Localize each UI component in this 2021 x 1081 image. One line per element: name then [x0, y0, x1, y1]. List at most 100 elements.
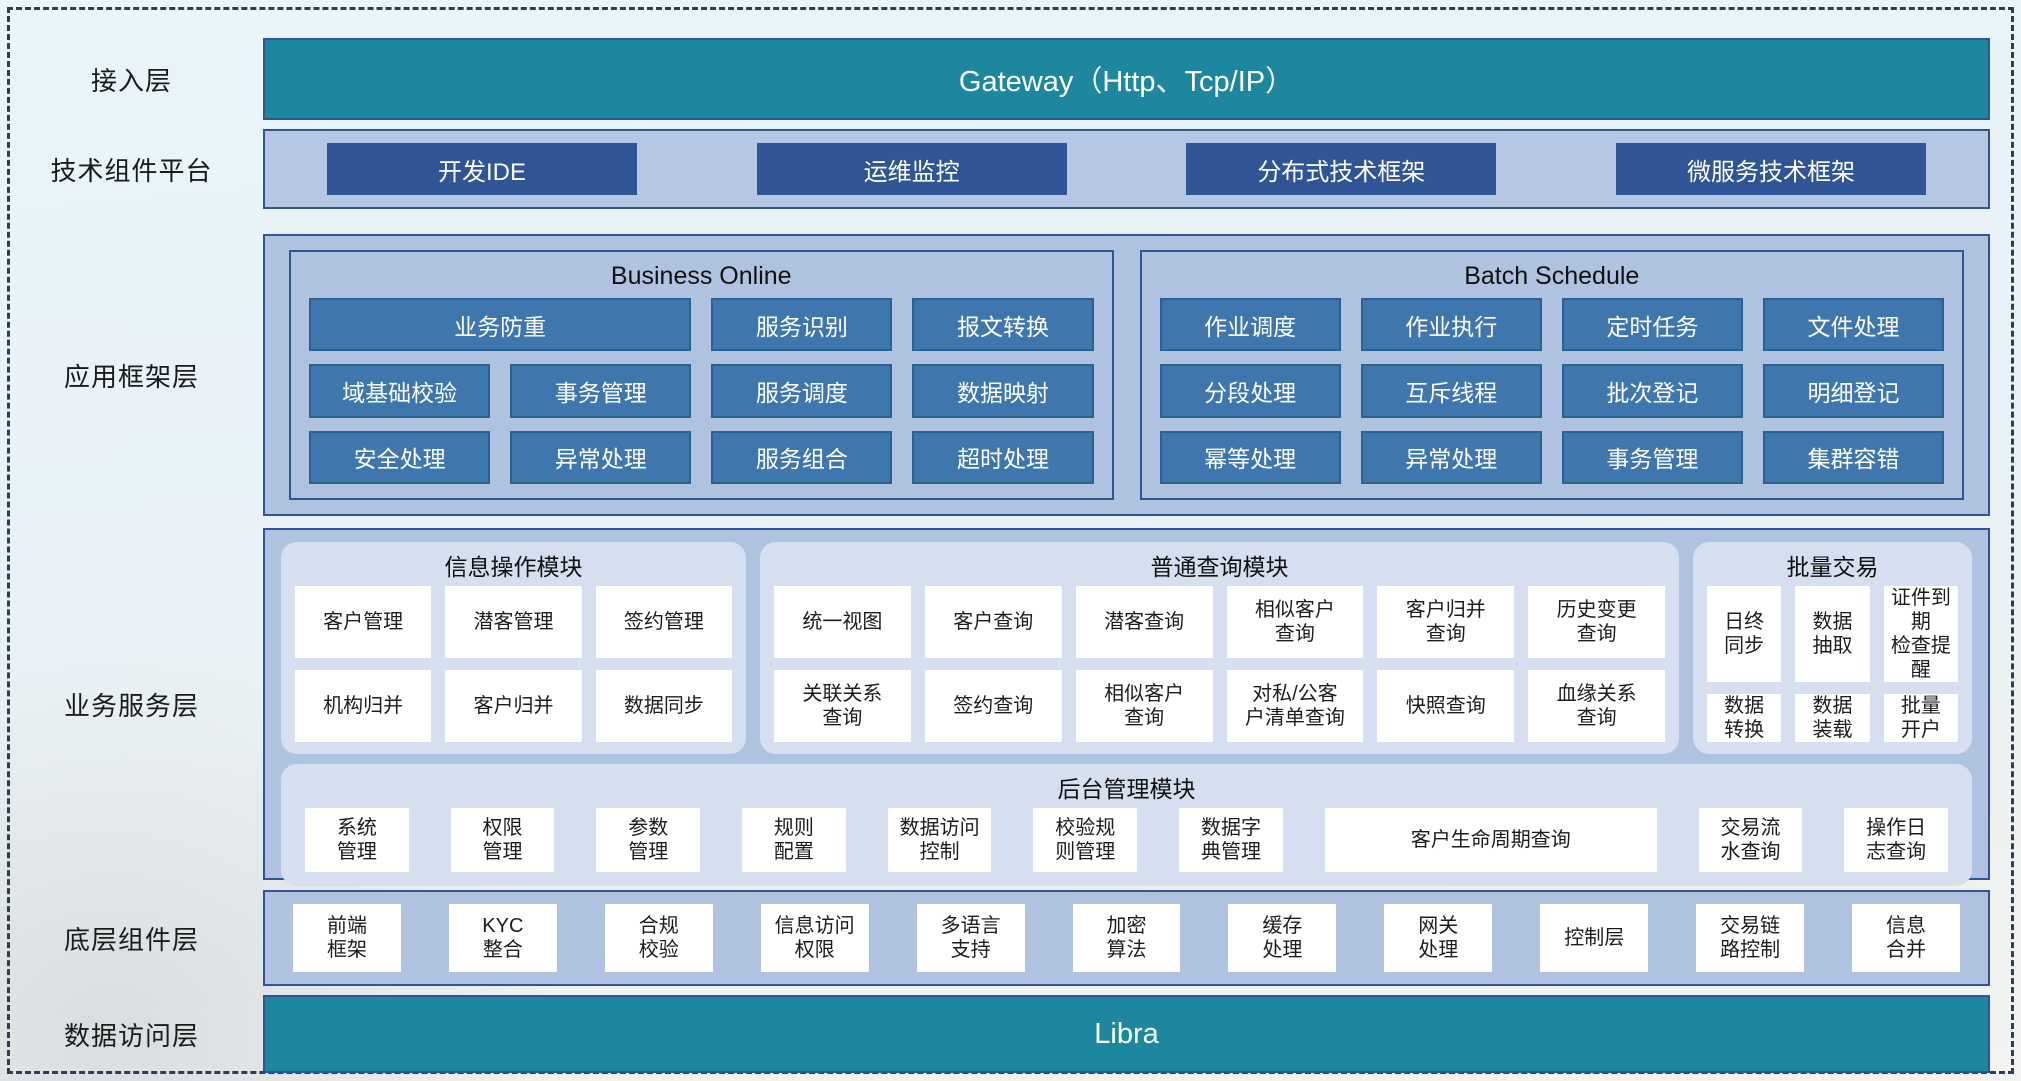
common-query-module: 普通查询模块 统一视图 客户查询 潜客查询 相似客户 查询 客户归并 查询 历史…: [760, 542, 1679, 754]
base-component-box: 缓存 处理: [1228, 904, 1337, 972]
business-online-box: 异常处理: [510, 430, 692, 484]
access-layer-label: 接入层: [90, 65, 172, 96]
business-online-box: 报文转换: [912, 298, 1094, 352]
info-module-title: 信息操作模块: [444, 554, 583, 580]
admin-module-box: 规则 配置: [742, 808, 846, 872]
tech-item-dev-ide: 开发IDE: [327, 143, 637, 195]
layer-tech-platform: 技术组件平台 开发IDE 运维监控 分布式技术框架 微服务技术框架: [0, 129, 1990, 209]
layer-base-component: 底层组件层 前端 框架 KYC 整合 合规 校验 信息访问 权限 多语言 支持 …: [0, 890, 1990, 986]
app-layer-gutter: 应用框架层: [0, 234, 263, 516]
libra-bar-label: Libra: [1094, 1017, 1159, 1050]
info-module-box: 客户管理: [295, 586, 432, 658]
gateway-bar: Gateway（Http、Tcp/IP）: [263, 38, 1990, 120]
base-component-box: 合规 校验: [604, 904, 713, 972]
query-module-box: 相似客户 查询: [1226, 586, 1364, 658]
batch-schedule-box: 异常处理: [1360, 430, 1542, 484]
libra-bar: Libra: [263, 995, 1990, 1073]
query-module-grid: 统一视图 客户查询 潜客查询 相似客户 查询 客户归并 查询 历史变更 查询 关…: [774, 586, 1665, 742]
app-framework-panel: Business Online 业务防重 服务识别 报文转换 域基础校验 事务管…: [263, 234, 1990, 516]
admin-module-title: 后台管理模块: [1057, 776, 1196, 802]
admin-module-box: 数据字 典管理: [1179, 808, 1283, 872]
business-online-box: 超时处理: [912, 430, 1094, 484]
business-online-title: Business Online: [610, 261, 792, 290]
query-module-title: 普通查询模块: [1150, 554, 1289, 580]
admin-module-box: 操作日 志查询: [1844, 808, 1948, 872]
base-component-box: 加密 算法: [1072, 904, 1181, 972]
layer-data-access: 数据访问层 Libra: [0, 995, 1990, 1073]
admin-module-box: 系统 管理: [305, 808, 409, 872]
business-online-box: 域基础校验: [309, 364, 491, 418]
batch-schedule-box: 批次登记: [1561, 364, 1743, 418]
business-online-box: 服务调度: [711, 364, 893, 418]
layer-business-service: 业务服务层 信息操作模块 客户管理 潜客管理 签约管理 机构归并 客户归并 数据…: [0, 528, 1990, 886]
batch-trade-box: 证件到期 检查提醒: [1883, 586, 1958, 682]
gateway-bar-label: Gateway（Http、Tcp/IP）: [958, 66, 1295, 98]
tech-layer-gutter: 技术组件平台: [0, 129, 263, 209]
query-module-box: 统一视图: [774, 586, 911, 658]
batch-schedule-box: 幂等处理: [1159, 430, 1341, 484]
service-layer-gutter: 业务服务层: [0, 528, 263, 880]
batch-trade-box: 批量 开户: [1883, 694, 1958, 742]
batch-schedule-box: 分段处理: [1159, 364, 1341, 418]
layer-app-framework: 应用框架层 Business Online 业务防重 服务识别 报文转换 域基础…: [0, 234, 1990, 516]
batch-trade-module: 批量交易 日终 同步 数据 抽取 证件到期 检查提醒 数据 转换 数据 装载 批…: [1693, 542, 1972, 754]
batch-trade-box: 数据 装载: [1795, 694, 1870, 742]
info-module-box: 数据同步: [595, 670, 733, 742]
batch-schedule-title: Batch Schedule: [1464, 261, 1640, 290]
batch-schedule-box: 集群容错: [1762, 430, 1944, 484]
base-component-box: 控制层: [1540, 904, 1649, 972]
business-online-box: 业务防重: [309, 298, 692, 352]
base-component-box: 信息访问 权限: [760, 904, 869, 972]
batch-trade-box: 日终 同步: [1707, 586, 1782, 682]
business-online-box: 数据映射: [912, 364, 1094, 418]
query-module-box: 快照查询: [1377, 670, 1515, 742]
query-module-box: 对私/公客 户清单查询: [1226, 670, 1364, 742]
service-modules-row: 信息操作模块 客户管理 潜客管理 签约管理 机构归并 客户归并 数据同步 普通查…: [281, 542, 1972, 754]
base-component-box: 信息 合并: [1852, 904, 1960, 972]
data-layer-label: 数据访问层: [63, 1020, 199, 1051]
admin-module-row: 系统 管理 权限 管理 参数 管理 规则 配置 数据访问 控制 校验规 则管理 …: [295, 808, 1958, 874]
batch-schedule-box: 文件处理: [1762, 298, 1944, 352]
batch-schedule-grid: 作业调度 作业执行 定时任务 文件处理 分段处理 互斥线程 批次登记 明细登记 …: [1159, 298, 1944, 484]
app-layer-label: 应用框架层: [63, 361, 199, 392]
admin-module-box: 校验规 则管理: [1033, 808, 1138, 872]
batch-schedule-box: 明细登记: [1762, 364, 1944, 418]
info-module-box: 签约管理: [595, 586, 733, 658]
query-module-box: 潜客查询: [1075, 586, 1213, 658]
base-layer-gutter: 底层组件层: [0, 890, 263, 986]
batch-schedule-box: 作业执行: [1360, 298, 1542, 352]
batch-trade-box: 数据 抽取: [1795, 586, 1870, 682]
info-module-box: 潜客管理: [445, 586, 582, 658]
tech-layer-label: 技术组件平台: [50, 155, 213, 186]
batch-trade-grid: 日终 同步 数据 抽取 证件到期 检查提醒 数据 转换 数据 装载 批量 开户: [1707, 586, 1958, 742]
base-component-box: 多语言 支持: [916, 904, 1025, 972]
batch-schedule-panel: Batch Schedule 作业调度 作业执行 定时任务 文件处理 分段处理 …: [1139, 250, 1964, 500]
business-online-box: 服务识别: [711, 298, 893, 352]
query-module-box: 相似客户 查询: [1075, 670, 1213, 742]
business-online-panel: Business Online 业务防重 服务识别 报文转换 域基础校验 事务管…: [289, 250, 1114, 500]
admin-module: 后台管理模块 系统 管理 权限 管理 参数 管理 规则 配置 数据访问 控制 校…: [281, 764, 1972, 886]
info-module-box: 机构归并: [295, 670, 432, 742]
batch-schedule-box: 互斥线程: [1360, 364, 1542, 418]
admin-module-box: 权限 管理: [450, 808, 555, 872]
query-module-box: 血缘关系 查询: [1528, 670, 1665, 742]
business-online-box: 服务组合: [711, 430, 893, 484]
base-layer-label: 底层组件层: [63, 924, 199, 955]
admin-module-box: 交易流 水查询: [1698, 808, 1803, 872]
access-layer-gutter: 接入层: [0, 38, 263, 120]
admin-module-box: 参数 管理: [596, 808, 701, 872]
layer-access: 接入层 Gateway（Http、Tcp/IP）: [0, 38, 1990, 120]
query-module-box: 客户查询: [924, 586, 1062, 658]
query-module-box: 历史变更 查询: [1528, 586, 1665, 658]
base-component-box: 网关 处理: [1384, 904, 1493, 972]
business-online-box: 事务管理: [510, 364, 692, 418]
batch-trade-box: 数据 转换: [1707, 694, 1782, 742]
info-module-box: 客户归并: [445, 670, 582, 742]
query-module-box: 客户归并 查询: [1377, 586, 1515, 658]
service-layer-label: 业务服务层: [63, 690, 199, 721]
batch-schedule-box: 作业调度: [1159, 298, 1341, 352]
base-component-box: 交易链 路控制: [1696, 904, 1805, 972]
tech-item-ops-monitor: 运维监控: [756, 143, 1067, 195]
